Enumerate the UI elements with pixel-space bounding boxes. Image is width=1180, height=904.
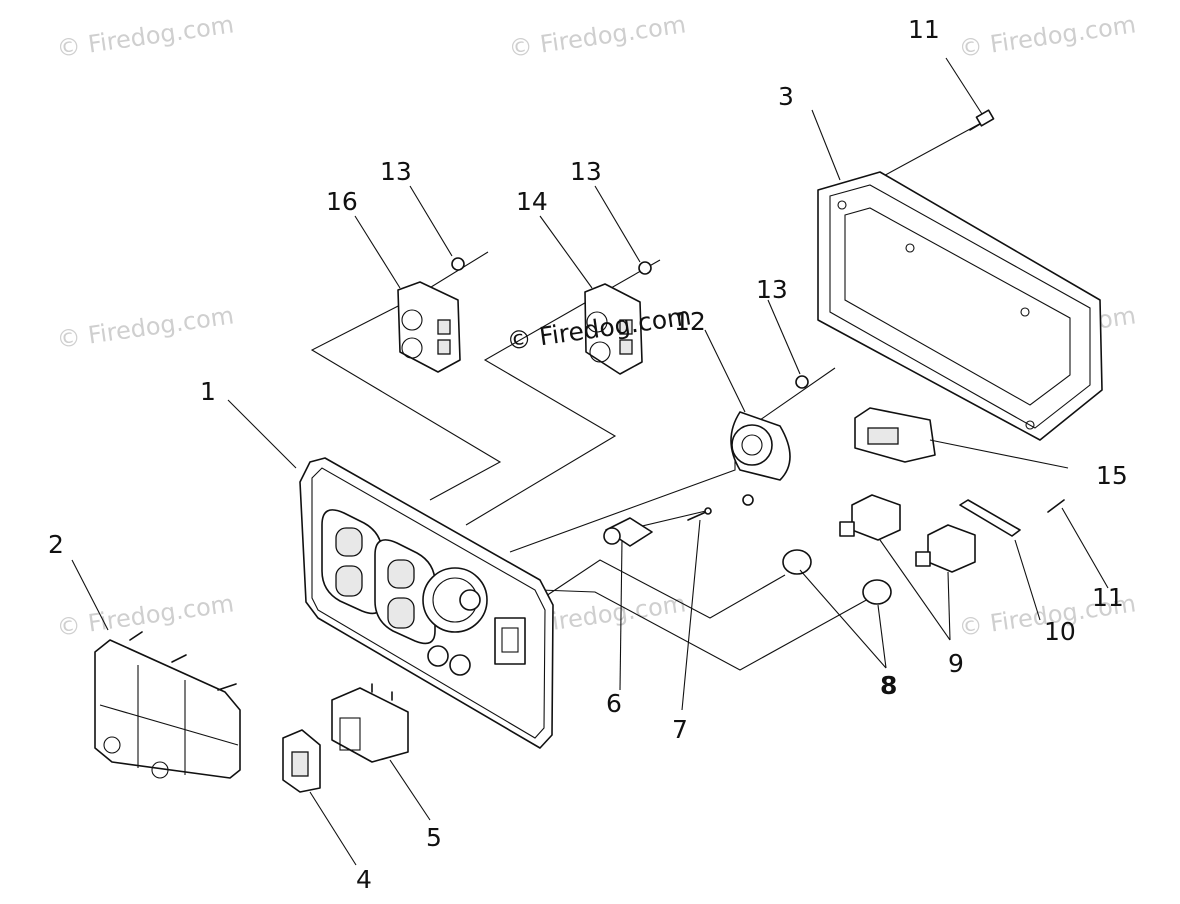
receptacle-part [584, 283, 643, 375]
small-screw-part [1047, 499, 1065, 513]
watermark: © Firedog.com [55, 10, 236, 63]
bolt-part [969, 109, 995, 131]
callout-leaders [71, 57, 1109, 866]
cover-plate-part [94, 631, 241, 779]
rocker-switch-part [331, 683, 409, 763]
watermark: © Firedog.com [507, 10, 688, 63]
fuse-cap-part [782, 549, 892, 605]
callout-13-right: 13 [756, 275, 788, 304]
callout-2: 2 [48, 530, 64, 559]
callout-6: 6 [606, 689, 622, 718]
watermark: © Firedog.com [55, 301, 236, 354]
bracket-bar-part [959, 499, 1021, 537]
callout-10: 10 [1044, 617, 1076, 646]
receptacle-part [397, 281, 461, 373]
rear-housing-part [817, 171, 1103, 441]
callout-1: 1 [200, 377, 216, 406]
callout-11-top: 11 [908, 15, 940, 44]
callout-14: 14 [516, 187, 548, 216]
screw-part [687, 507, 712, 521]
circuit-breaker-part [839, 494, 976, 573]
callout-13-middle: 13 [570, 157, 602, 186]
callout-4: 4 [356, 865, 372, 894]
callout-5: 5 [426, 823, 442, 852]
callout-12: 12 [674, 307, 706, 336]
callout-8: 8 [880, 671, 897, 700]
indicator-lamp-part [603, 517, 653, 547]
connector-part [854, 407, 936, 463]
callout-labels: 1 2 3 4 5 6 7 8 9 10 11 11 12 13 13 13 1… [48, 15, 1128, 894]
callout-15: 15 [1096, 461, 1128, 490]
watermark: © Firedog.com [957, 10, 1138, 63]
callout-3: 3 [778, 82, 794, 111]
twist-lock-receptacle-part [730, 411, 791, 506]
callout-7: 7 [672, 715, 688, 744]
callout-11-bottom: 11 [1092, 583, 1124, 612]
callout-9: 9 [948, 649, 964, 678]
control-panel-part [299, 457, 554, 749]
callout-13-left: 13 [380, 157, 412, 186]
watermark: © Firedog.com [55, 589, 236, 642]
callout-16: 16 [326, 187, 358, 216]
rocker-switch-part [282, 729, 321, 793]
nut-part [451, 257, 809, 389]
